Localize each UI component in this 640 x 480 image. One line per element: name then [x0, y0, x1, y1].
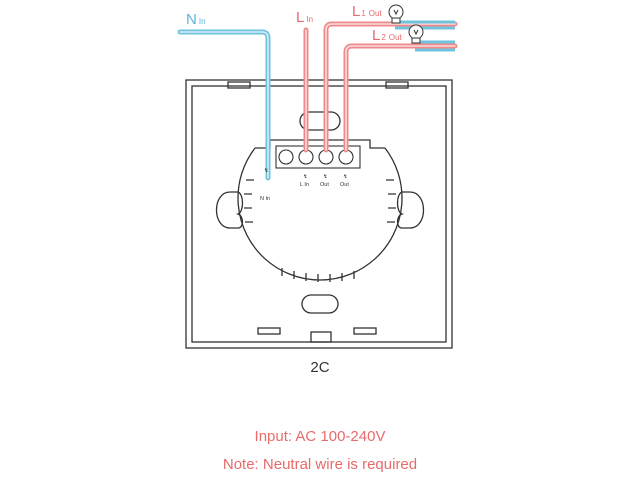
terminal-label-l-in: L In: [300, 182, 309, 188]
bottom-tab: [301, 294, 339, 314]
body-outline: [237, 147, 403, 281]
terminal-housing: [275, 145, 361, 169]
plate-clip: [257, 327, 281, 335]
terminal-label-out1: Out: [320, 182, 329, 188]
neutral-wire-note: Note: Neutral wire is required: [223, 456, 417, 473]
out2-wire: [343, 43, 458, 153]
terminal-label-n-in: N In: [260, 196, 270, 202]
switch-body: [216, 111, 424, 314]
out1-wire: [323, 21, 458, 153]
plate-clip: [353, 327, 377, 335]
bulb-icon: [408, 24, 424, 44]
plate-clip: [310, 331, 332, 343]
bottom-teeth: [281, 268, 355, 282]
plate-inner-frame: [191, 85, 447, 343]
right-teeth: [386, 179, 396, 223]
switch-plate: [185, 79, 453, 349]
plate-clip: [227, 81, 251, 89]
plate-outer-frame: [185, 79, 453, 349]
terminal-labels: ↯ N In ↯ L In ↯ Out ↯ Out: [260, 167, 349, 202]
bulb-icon: [388, 4, 404, 24]
terminal-symbol: ↯: [343, 173, 348, 180]
left-teeth: [244, 179, 254, 223]
model-label: 2C: [310, 359, 329, 376]
terminal-label-out2: Out: [340, 182, 349, 188]
neutral-return-lines: [395, 20, 455, 52]
left-slot: [216, 191, 244, 229]
right-slot: [396, 191, 424, 229]
terminal-screw-blank: [278, 149, 294, 165]
top-tab: [299, 111, 341, 131]
terminal-symbol: ↯: [303, 173, 308, 180]
plate-clip: [385, 81, 409, 89]
neutral-wire: [177, 29, 271, 181]
terminal-symbol: ↯: [264, 167, 269, 174]
input-voltage-note: Input: AC 100-240V: [255, 428, 386, 445]
terminal-symbol: ↯: [323, 173, 328, 180]
terminal-block-outline: [255, 139, 385, 149]
